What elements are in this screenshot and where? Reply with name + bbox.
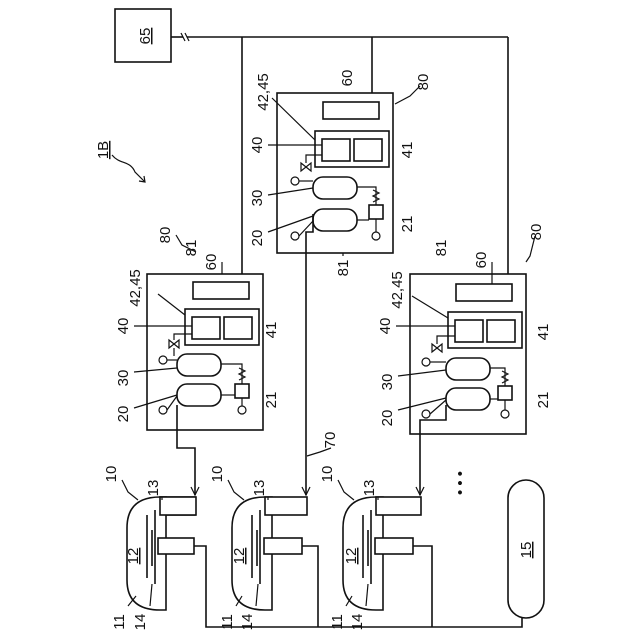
svg-text:11: 11 <box>219 614 236 630</box>
box-21 <box>235 384 249 398</box>
svg-text:81: 81 <box>183 240 200 257</box>
svg-text:20: 20 <box>379 410 396 427</box>
controller-label: 65 <box>137 28 154 45</box>
svg-text:40: 40 <box>249 137 266 154</box>
svg-text:10: 10 <box>319 466 336 483</box>
svg-text:20: 20 <box>115 406 132 423</box>
box-41 <box>224 317 252 339</box>
box-21 <box>369 205 383 219</box>
tank-label: 15 <box>518 542 535 559</box>
vessel-20 <box>446 388 490 410</box>
svg-text:80: 80 <box>157 227 174 244</box>
svg-text:81: 81 <box>335 260 352 277</box>
vessel-30 <box>313 177 357 199</box>
svg-text:13: 13 <box>145 480 162 497</box>
svg-text:60: 60 <box>339 70 356 87</box>
box-21 <box>498 386 512 400</box>
box-41 <box>354 139 382 161</box>
svg-text:42,45: 42,45 <box>127 269 144 307</box>
ellipsis: • • • <box>452 471 469 495</box>
svg-text:12: 12 <box>125 548 142 565</box>
svg-text:13: 13 <box>251 480 268 497</box>
unit-left <box>147 274 263 430</box>
box-40 <box>322 139 350 161</box>
svg-text:21: 21 <box>263 392 280 409</box>
svg-text:14: 14 <box>132 614 149 631</box>
svg-text:14: 14 <box>349 614 366 631</box>
svg-text:40: 40 <box>377 318 394 335</box>
svg-text:10: 10 <box>209 466 226 483</box>
svg-text:12: 12 <box>343 548 360 565</box>
svg-text:80: 80 <box>528 224 545 241</box>
box-40 <box>192 317 220 339</box>
svg-text:41: 41 <box>535 324 552 341</box>
vessel-30 <box>446 358 490 380</box>
svg-text:42,45: 42,45 <box>389 271 406 309</box>
svg-text:30: 30 <box>115 370 132 387</box>
svg-text:42,45: 42,45 <box>255 73 272 111</box>
unit-right <box>410 274 526 434</box>
svg-text:41: 41 <box>399 142 416 159</box>
svg-text:11: 11 <box>329 614 346 630</box>
svg-text:10: 10 <box>103 466 120 483</box>
box-41 <box>487 320 515 342</box>
figure-pointer <box>112 155 145 182</box>
svg-text:81: 81 <box>433 240 450 257</box>
svg-text:14: 14 <box>239 614 256 631</box>
svg-text:21: 21 <box>399 216 416 233</box>
svg-text:20: 20 <box>249 230 266 247</box>
unit-middle <box>277 93 393 253</box>
svg-text:40: 40 <box>115 318 132 335</box>
svg-text:30: 30 <box>379 374 396 391</box>
svg-text:60: 60 <box>203 254 220 271</box>
svg-text:12: 12 <box>231 548 248 565</box>
box-60 <box>193 282 249 299</box>
svg-text:30: 30 <box>249 190 266 207</box>
figure-label: 1B <box>95 141 112 159</box>
svg-text:41: 41 <box>263 322 280 339</box>
line-label: 70 <box>322 432 339 449</box>
box-40 <box>455 320 483 342</box>
vessel-30 <box>177 354 221 376</box>
svg-text:21: 21 <box>535 392 552 409</box>
svg-text:60: 60 <box>473 252 490 269</box>
svg-text:11: 11 <box>111 614 128 630</box>
vessel-20 <box>313 209 357 231</box>
vessel-20 <box>177 384 221 406</box>
box-60 <box>323 102 379 119</box>
svg-text:13: 13 <box>361 480 378 497</box>
box-60 <box>456 284 512 301</box>
